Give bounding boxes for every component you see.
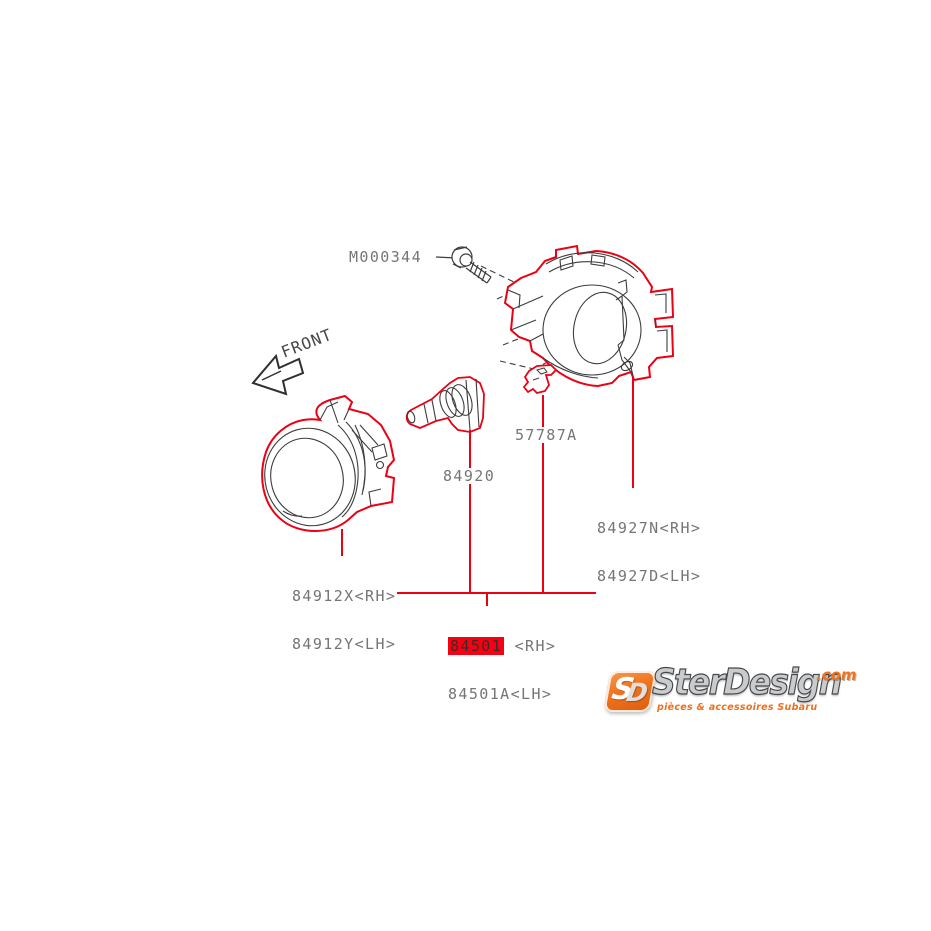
part-label-bulb: 84920 xyxy=(442,467,497,485)
highlighted-part-code: 84501 xyxy=(448,637,505,655)
logo-tld: .com xyxy=(816,666,857,684)
bracket-code-lh: 84927D<LH> xyxy=(597,567,702,585)
logo-brand-name: SterDesign xyxy=(651,661,842,703)
housing-code-lh: 84912Y<LH> xyxy=(292,635,397,653)
logo-monogram-d: D xyxy=(624,678,651,707)
housing-code-rh: 84912X<RH> xyxy=(292,587,397,605)
bracket-drawing xyxy=(503,244,675,388)
part-label-housing: 84912X<RH> 84912Y<LH> xyxy=(291,556,398,684)
assy-side-rh: <RH> xyxy=(504,637,557,655)
part-label-fog-lamp-assy: 84501 <RH> 84501A<LH> xyxy=(447,606,558,734)
bulb-drawing xyxy=(405,376,485,433)
screw-drawing xyxy=(435,246,492,284)
part-label-screw: M000344 xyxy=(348,248,424,266)
bracket-code-rh: 84927N<RH> xyxy=(597,519,702,537)
assy-code-rh-row: 84501 <RH> xyxy=(448,637,557,655)
part-label-clip: 57787A xyxy=(514,426,579,444)
front-arrow-icon xyxy=(251,353,305,396)
fog-lamp-drawing xyxy=(261,394,396,532)
logo-tagline: pièces & accessoires Subaru xyxy=(657,702,818,713)
clip-drawing xyxy=(522,364,558,394)
sterdesign-logo-icon: S D xyxy=(603,671,657,712)
sterdesign-logo: S D SterDesign .com pièces & accessoires… xyxy=(598,654,883,739)
part-label-bracket: 84927N<RH> 84927D<LH> xyxy=(596,488,703,616)
assy-code-lh: 84501A<LH> xyxy=(448,686,557,702)
